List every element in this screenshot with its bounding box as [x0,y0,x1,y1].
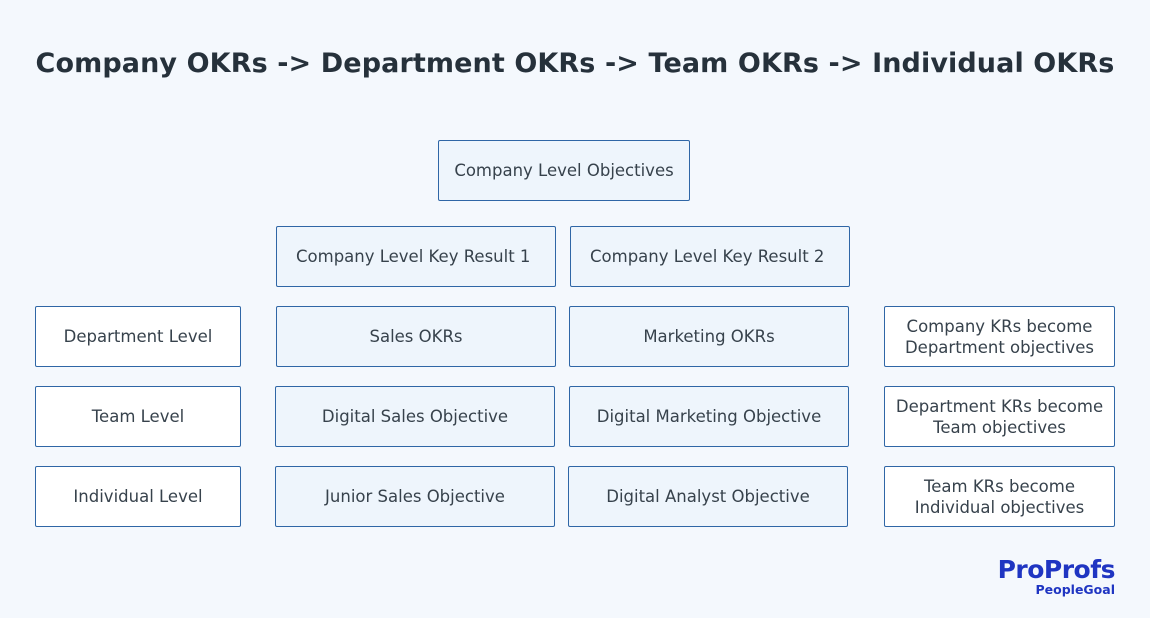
company-objectives-label: Company Level Objectives [454,161,674,180]
department-note-box: Company KRs become Department objectives [884,306,1115,367]
marketing-okrs-box: Marketing OKRs [569,306,849,367]
company-key-result-1-label: Company Level Key Result 1 [296,247,531,266]
page-title: Company OKRs -> Department OKRs -> Team … [35,48,1115,79]
digital-sales-objective-label: Digital Sales Objective [321,407,509,426]
logo-product: PeopleGoal [1035,582,1115,597]
team-note-line-2: Team objectives [933,417,1066,437]
team-note-line-1: Department KRs become [895,396,1104,416]
proprofs-logo: ProProfs PeopleGoal [997,555,1116,597]
junior-sales-objective-label: Junior Sales Objective [325,487,505,506]
junior-sales-objective-box: Junior Sales Objective [275,466,555,527]
individual-note-box: Team KRs become Individual objectives [884,466,1115,527]
company-key-result-2-label: Company Level Key Result 2 [590,247,825,266]
individual-level-box: Individual Level [35,466,241,527]
digital-sales-objective-box: Digital Sales Objective [275,386,555,447]
individual-note-line-2: Individual objectives [914,497,1085,517]
digital-marketing-objective-label: Digital Marketing Objective [596,407,822,426]
digital-analyst-objective-label: Digital Analyst Objective [606,487,810,506]
sales-okrs-box: Sales OKRs [276,306,556,367]
marketing-okrs-label: Marketing OKRs [643,327,775,346]
company-key-result-2-box: Company Level Key Result 2 [570,226,850,287]
team-note-box: Department KRs become Team objectives [884,386,1115,447]
department-note-line-2: Department objectives [904,337,1095,357]
department-note-line-1: Company KRs become [906,316,1093,336]
sales-okrs-label: Sales OKRs [369,327,463,346]
company-key-result-1-box: Company Level Key Result 1 [276,226,556,287]
department-level-label: Department Level [63,327,213,346]
individual-note-line-1: Team KRs become [923,476,1075,496]
individual-level-label: Individual Level [73,487,203,506]
company-objectives-box: Company Level Objectives [438,140,690,201]
logo-brand: ProProfs [997,555,1116,584]
team-level-label: Team Level [91,407,185,426]
digital-analyst-objective-box: Digital Analyst Objective [568,466,848,527]
digital-marketing-objective-box: Digital Marketing Objective [569,386,849,447]
team-level-box: Team Level [35,386,241,447]
department-level-box: Department Level [35,306,241,367]
